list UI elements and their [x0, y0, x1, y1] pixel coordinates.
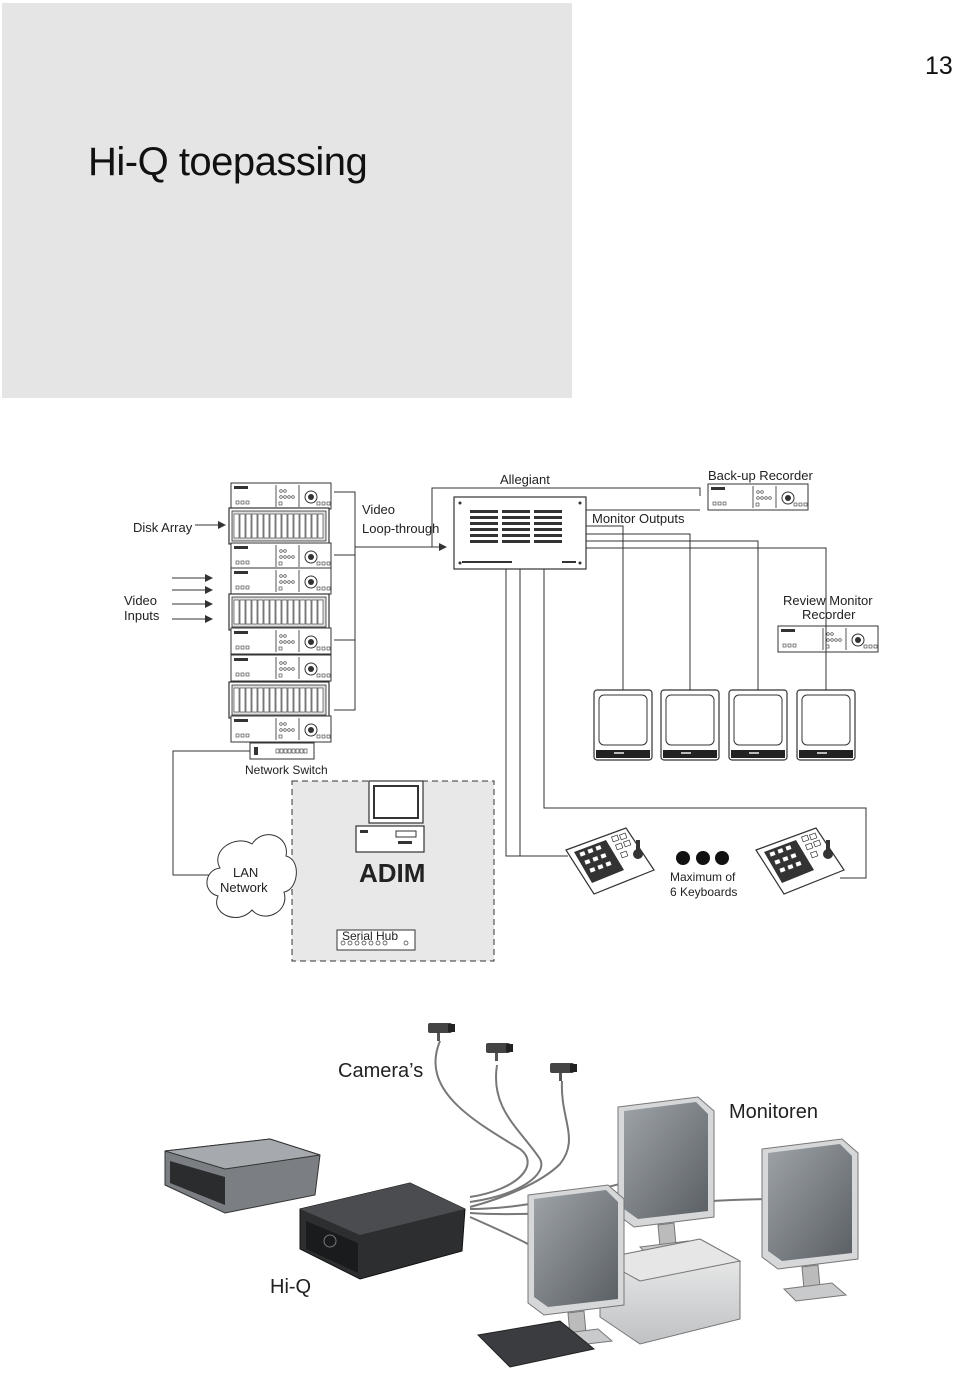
label-adim: ADIM — [359, 858, 425, 888]
system-illustration: Camera’s Monitoren Hi-Q — [164, 1023, 859, 1368]
label-cameras: Camera’s — [338, 1060, 423, 1082]
label-monitor-outputs: Monitor Outputs — [592, 511, 685, 526]
label-allegiant: Allegiant — [500, 472, 550, 487]
camera-2 — [486, 1043, 513, 1061]
storage-box — [164, 1138, 321, 1214]
serial-hub-device — [336, 929, 416, 951]
allegiant-switcher — [453, 496, 587, 570]
lcd-monitor-1 — [617, 1096, 715, 1260]
hiq-recorder — [299, 1182, 466, 1280]
review-recorder-device — [777, 625, 879, 653]
label-video-inputs-1: Video — [124, 593, 157, 608]
label-monitors: Monitoren — [729, 1101, 818, 1123]
page-number: 13 — [925, 52, 953, 80]
label-serial-hub: Serial Hub — [342, 929, 398, 943]
ellipsis-dots — [676, 851, 729, 865]
label-keyboards-1: Maximum of — [670, 870, 736, 884]
label-video-inputs-2: Inputs — [124, 608, 160, 623]
label-disk-array: Disk Array — [133, 520, 193, 535]
label-keyboards-2: 6 Keyboards — [670, 885, 737, 899]
workstation — [476, 1184, 742, 1368]
network-switch-device — [249, 742, 315, 760]
label-lan-1: LAN — [233, 865, 258, 880]
label-video-loop-1: Video — [362, 502, 395, 517]
camera-3 — [550, 1063, 577, 1081]
system-diagram: Allegiant Back-up Recorder Disk Array Vi… — [124, 468, 879, 962]
page-title: Hi-Q toepassing — [88, 140, 368, 184]
label-network-switch: Network Switch — [245, 763, 328, 777]
label-video-loop-2: Loop-through — [362, 521, 439, 536]
recorder-stack — [228, 482, 332, 743]
lan-cloud — [206, 834, 297, 918]
label-review-recorder-2: Recorder — [802, 607, 856, 622]
keyboard-1 — [565, 827, 655, 895]
camera-1 — [428, 1023, 455, 1041]
header-panel — [2, 3, 572, 398]
lcd-monitor-2 — [761, 1138, 859, 1302]
label-lan-2: Network — [220, 880, 268, 895]
keyboard-2 — [755, 827, 845, 895]
backup-recorder-device — [707, 483, 809, 511]
adim-computer — [355, 780, 425, 853]
label-hiq: Hi-Q — [270, 1276, 311, 1298]
label-review-recorder-1: Review Monitor — [783, 593, 873, 608]
label-backup-recorder: Back-up Recorder — [708, 468, 813, 483]
monitor-bank — [593, 689, 856, 761]
